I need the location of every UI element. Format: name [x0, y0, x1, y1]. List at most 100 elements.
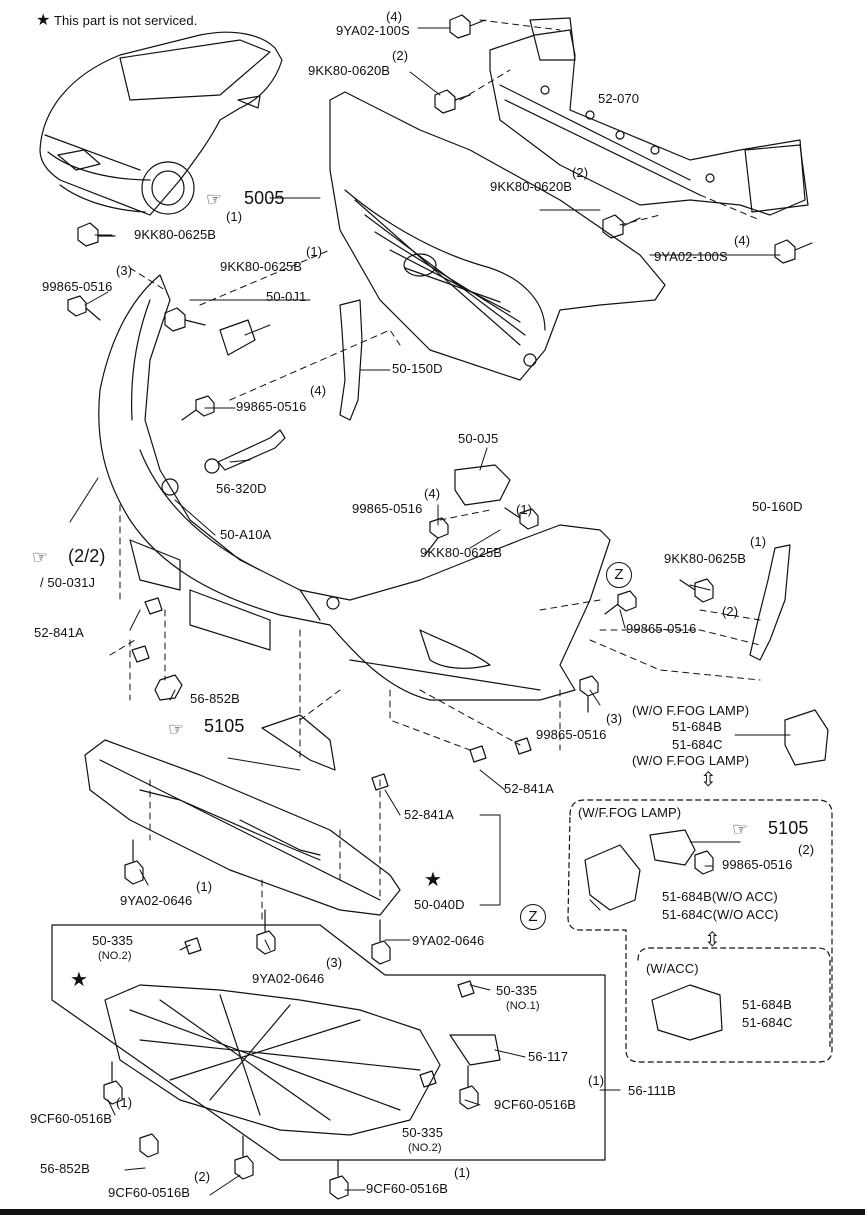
not-serviced-star: ★ [424, 869, 442, 891]
part-50-335-no2-top[interactable]: 50-335 [92, 933, 134, 948]
not-serviced-note: ★ This part is not serviced. [36, 12, 198, 29]
part-52-841a-right[interactable]: 52-841A [504, 781, 554, 796]
clip-50-0j1 [219, 319, 256, 356]
part-9cf60-0516b-left[interactable]: 9CF60-0516B [30, 1111, 113, 1126]
under-cover-drawing [104, 984, 501, 1136]
ref-2-of-2[interactable]: (2/2) [68, 546, 106, 566]
part-50-335-no1[interactable]: 50-335 [496, 983, 538, 998]
wo-acc-note: (W/O ACC) [712, 907, 779, 922]
up-down-arrow-icon: ⇳ [700, 769, 717, 791]
bottom-border [0, 1209, 865, 1215]
part-51-684c-wo[interactable]: 51-684C [672, 737, 723, 752]
part-9ya02-100s-right[interactable]: 9YA02-100S [654, 249, 728, 264]
part-99865-0516-fog[interactable]: 99865-0516 [722, 857, 793, 872]
part-number: 51-684B [662, 889, 712, 904]
part-51-684b-wf[interactable]: 51-684B(W/O ACC) [662, 890, 778, 904]
hand-pointer-icon: ☞ [32, 547, 49, 567]
qty-label: (1) [226, 209, 243, 224]
no2-note: (NO.2) [98, 950, 132, 962]
part-number: 51-684C [662, 907, 713, 922]
part-50-0j5[interactable]: 50-0J5 [458, 431, 499, 446]
note-text: This part is not serviced. [53, 13, 198, 28]
w-fog-lamp-note: (W/F.FOG LAMP) [578, 805, 682, 820]
part-9kk80-0625b-b[interactable]: 9KK80-0625B [220, 259, 303, 274]
not-serviced-star: ★ [70, 969, 88, 991]
qty-label: (1) [116, 1095, 133, 1110]
part-56-320d[interactable]: 56-320D [216, 481, 267, 496]
hand-pointer-icon: ☞ [732, 819, 749, 839]
wo-fog-lamp-note-bottom: (W/O F.FOG LAMP) [632, 753, 750, 768]
ref-5105-center[interactable]: 5105 [204, 716, 245, 736]
fog-cover-5105 [261, 714, 336, 771]
qty-label: (1) [588, 1073, 605, 1088]
ref-50-031j[interactable]: / 50-031J [40, 575, 96, 590]
callout-z-upper[interactable]: Z [606, 562, 632, 588]
part-9kk80-0625b-a[interactable]: 9KK80-0625B [134, 227, 217, 242]
part-9ya02-100s-top[interactable]: 9YA02-100S [336, 23, 410, 38]
part-99865-0516-b[interactable]: 99865-0516 [236, 399, 307, 414]
star-symbol: ★ [36, 12, 51, 29]
hand-pointer-icon: ☞ [168, 719, 185, 739]
part-56-117[interactable]: 56-117 [528, 1049, 569, 1064]
part-51-684b-wo[interactable]: 51-684B [672, 719, 722, 734]
no2-note: (NO.2) [408, 1142, 442, 1154]
wo-acc-note: (W/O ACC) [711, 889, 778, 904]
vehicle-illustration [39, 31, 283, 216]
part-50-040d[interactable]: 50-040D [414, 897, 465, 912]
fog-bracket-acc-drawing [651, 984, 723, 1041]
part-52-841a-left[interactable]: 52-841A [34, 625, 84, 640]
part-99865-0516-e[interactable]: 99865-0516 [536, 727, 607, 742]
part-9kk80-0625b-d[interactable]: 9KK80-0625B [664, 551, 747, 566]
part-56-111b[interactable]: 56-111B [628, 1083, 676, 1098]
part-50-a10a[interactable]: 50-A10A [220, 527, 272, 542]
bracket-50-0j5 [454, 464, 511, 506]
qty-label: (1) [196, 879, 213, 894]
part-9ya02-0646-a[interactable]: 9YA02-0646 [120, 893, 193, 908]
part-56-852b-bottom[interactable]: 56-852B [40, 1161, 90, 1176]
qty-label: (4) [386, 9, 403, 24]
qty-label: (2) [798, 842, 815, 857]
fasteners [67, 14, 813, 1200]
qty-label: (3) [326, 955, 343, 970]
bracket-50-150d [339, 299, 363, 421]
part-50-150d[interactable]: 50-150D [392, 361, 443, 376]
qty-label: (1) [750, 534, 767, 549]
bumper-reinforcement-drawing [489, 17, 809, 216]
qty-label: (2) [572, 165, 589, 180]
part-50-160d[interactable]: 50-160D [752, 499, 803, 514]
part-51-684c-acc[interactable]: 51-684C [742, 1015, 793, 1030]
part-9ya02-0646-c[interactable]: 9YA02-0646 [252, 971, 325, 986]
part-50-335-no2-bottom[interactable]: 50-335 [402, 1125, 444, 1140]
part-9cf60-0516b-bottom-b[interactable]: 9CF60-0516B [366, 1181, 449, 1196]
fog-bracket-wo-drawing [784, 709, 829, 766]
part-9cf60-0516b-bottom-a[interactable]: 9CF60-0516B [108, 1185, 191, 1200]
grille-drawing [329, 91, 666, 381]
part-99865-0516-c[interactable]: 99865-0516 [352, 501, 423, 516]
part-9kk80-0625b-c[interactable]: 9KK80-0625B [420, 545, 503, 560]
part-51-684c-wf[interactable]: 51-684C(W/O ACC) [662, 908, 778, 922]
qty-label: (2) [392, 48, 409, 63]
ref-5105-right[interactable]: 5105 [768, 818, 809, 838]
qty-label: (4) [734, 233, 751, 248]
no1-note: (NO.1) [506, 1000, 540, 1012]
qty-label: (1) [306, 244, 323, 259]
part-9cf60-0516b-right[interactable]: 9CF60-0516B [494, 1097, 577, 1112]
part-9ya02-0646-b[interactable]: 9YA02-0646 [412, 933, 485, 948]
part-99865-0516-d[interactable]: 99865-0516 [626, 621, 697, 636]
part-99865-0516-a[interactable]: 99865-0516 [42, 279, 113, 294]
callout-z-lower[interactable]: Z [520, 904, 546, 930]
bracket-50-160d [749, 544, 791, 661]
part-56-852b-top[interactable]: 56-852B [190, 691, 240, 706]
qty-label: (4) [424, 486, 441, 501]
part-9kk80-0620b-right[interactable]: 9KK80-0620B [490, 179, 573, 194]
clips [131, 597, 532, 1088]
part-52-070[interactable]: 52-070 [598, 91, 640, 106]
part-50-0j1[interactable]: 50-0J1 [266, 289, 307, 304]
part-9kk80-0620b-top[interactable]: 9KK80-0620B [308, 63, 391, 78]
part-51-684b-acc[interactable]: 51-684B [742, 997, 792, 1012]
ref-5005[interactable]: 5005 [244, 188, 285, 208]
part-52-841a-center[interactable]: 52-841A [404, 807, 454, 822]
hand-pointer-icon: ☞ [206, 189, 223, 209]
wo-fog-lamp-note-top: (W/O F.FOG LAMP) [632, 703, 750, 718]
